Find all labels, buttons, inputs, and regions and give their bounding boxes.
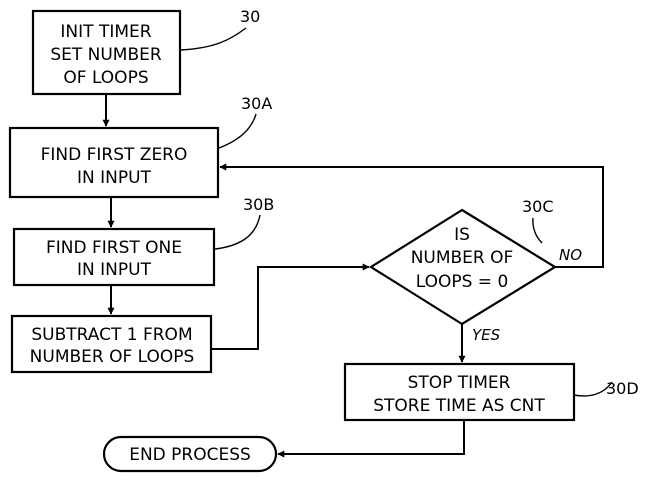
decision-line-2: NUMBER OF bbox=[411, 248, 514, 268]
arrow-subtract-to-decision bbox=[211, 267, 369, 349]
ref-30a: 30A bbox=[241, 94, 272, 113]
yes-branch-label: YES bbox=[472, 326, 501, 344]
stop-timer-line-1: STOP TIMER bbox=[408, 373, 511, 393]
loops-zero-decision: IS NUMBER OF LOOPS = 0 bbox=[371, 210, 555, 324]
ref-30c-leader bbox=[533, 218, 542, 243]
ref-30: 30 bbox=[240, 7, 260, 26]
decision-line-1: IS bbox=[454, 225, 470, 245]
arrow-stop-to-end bbox=[278, 420, 464, 454]
ref-30a-leader bbox=[219, 114, 256, 148]
init-timer-box: INIT TIMER SET NUMBER OF LOOPS bbox=[33, 11, 180, 94]
find-first-one-box: FIND FIRST ONE IN INPUT bbox=[14, 229, 214, 285]
subtract-line-2: NUMBER OF LOOPS bbox=[30, 347, 195, 367]
no-branch-label: NO bbox=[559, 246, 582, 264]
find-first-one-line-1: FIND FIRST ONE bbox=[46, 238, 182, 258]
find-first-zero-line-2: IN INPUT bbox=[77, 168, 152, 188]
find-first-one-line-2: IN INPUT bbox=[77, 260, 152, 280]
stop-timer-box: STOP TIMER STORE TIME AS CNT bbox=[345, 364, 574, 420]
ref-30c: 30C bbox=[522, 197, 554, 216]
init-timer-line-3: OF LOOPS bbox=[63, 68, 148, 88]
ref-30b: 30B bbox=[243, 195, 274, 214]
decision-line-3: LOOPS = 0 bbox=[416, 272, 509, 292]
find-first-zero-line-1: FIND FIRST ZERO bbox=[41, 145, 188, 165]
subtract-box: SUBTRACT 1 FROM NUMBER OF LOOPS bbox=[12, 316, 211, 372]
ref-30b-leader bbox=[215, 215, 260, 249]
init-timer-line-1: INIT TIMER bbox=[60, 22, 151, 42]
end-process-terminal: END PROCESS bbox=[104, 437, 276, 471]
find-first-zero-box: FIND FIRST ZERO IN INPUT bbox=[10, 128, 218, 197]
end-process-label: END PROCESS bbox=[129, 445, 251, 465]
ref-30-leader bbox=[181, 28, 246, 50]
init-timer-line-2: SET NUMBER bbox=[50, 45, 162, 65]
subtract-line-1: SUBTRACT 1 FROM bbox=[31, 325, 192, 345]
stop-timer-line-2: STORE TIME AS CNT bbox=[373, 396, 545, 416]
ref-30d: 30D bbox=[606, 379, 639, 398]
